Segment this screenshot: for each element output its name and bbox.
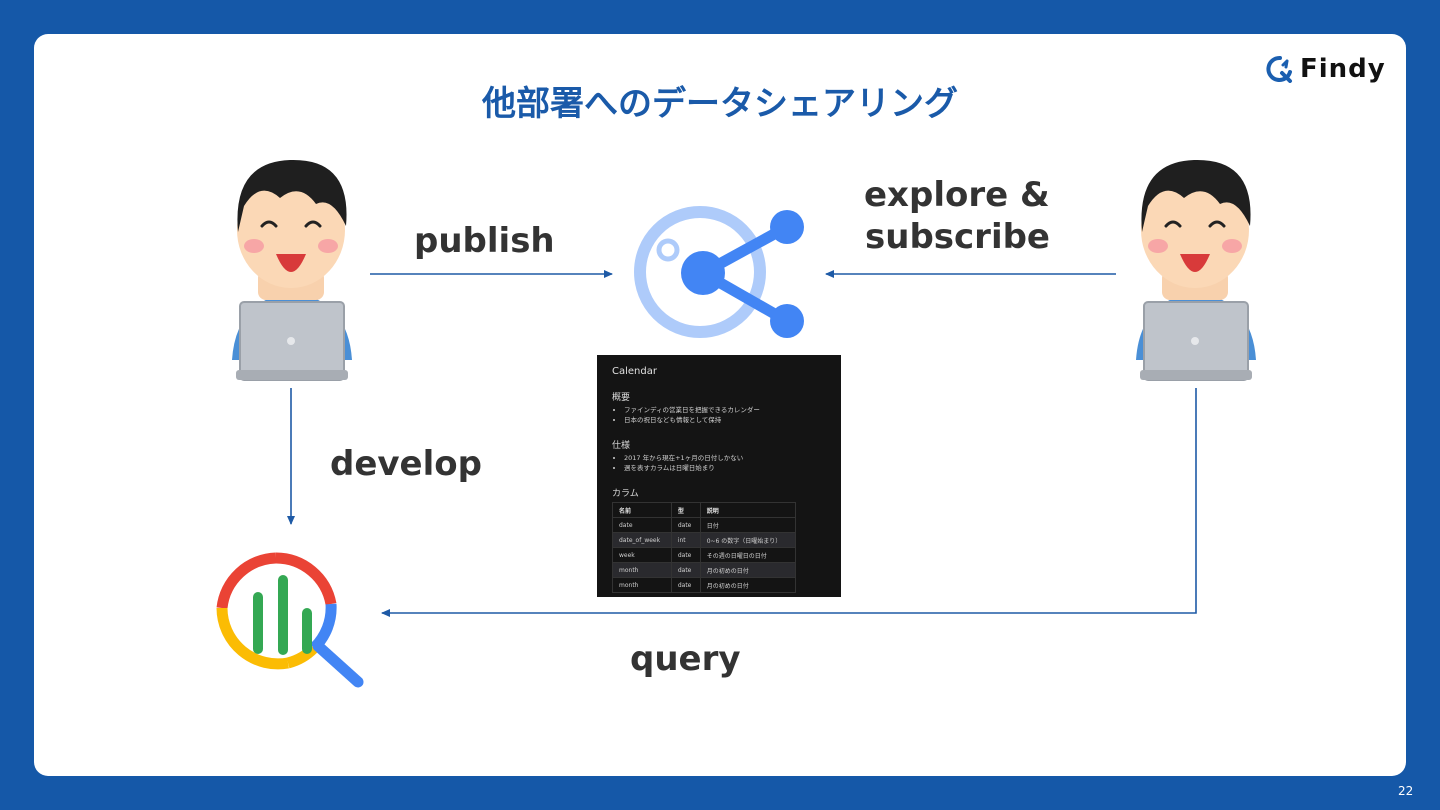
table-cell: 月の初めの日付 [699, 577, 797, 593]
subscriber-person-icon [1136, 159, 1256, 381]
doc-section-overview: 概要 [612, 393, 631, 403]
table-cell: date [670, 547, 701, 563]
publish-label: publish [414, 221, 555, 261]
table-cell: 0~6 の数字（日曜始まり） [699, 532, 797, 548]
table-cell: 日付 [699, 517, 797, 533]
doc-section-columns: カラム [612, 489, 639, 499]
brand-name: Findy [1300, 54, 1386, 84]
table-header-cell: 説明 [699, 502, 797, 518]
query-arrow [381, 388, 1197, 617]
develop-label: develop [330, 444, 482, 484]
list-item: 日本の祝日なども情報として保持 [624, 416, 760, 426]
table-header-row: 名前 型 説明 [612, 502, 797, 518]
table-cell: date [612, 517, 672, 533]
table-cell: date_of_week [612, 532, 672, 548]
analytics-hub-icon [634, 206, 804, 338]
table-cell: month [612, 577, 672, 593]
page-number: 22 [1398, 784, 1414, 798]
doc-columns-table: 名前 型 説明 date date 日付 date_of_week int 0~… [612, 502, 797, 593]
table-row: month date 月の初めの日付 [612, 577, 797, 593]
table-row: month date 月の初めの日付 [612, 562, 797, 578]
doc-section-spec: 仕様 [612, 441, 631, 451]
dataset-doc-card: Calendar 概要 ファインディの営業日を把握できるカレンダー 日本の祝日な… [597, 355, 841, 597]
doc-spec-list: 2017 年から現在+1ヶ月の日付しかない 週を表すカラムは日曜日始まり [612, 454, 743, 473]
doc-overview-list: ファインディの営業日を把握できるカレンダー 日本の祝日なども情報として保持 [612, 406, 760, 425]
bigquery-icon [216, 552, 364, 688]
table-row: week date その週の日曜日の日付 [612, 547, 797, 563]
table-cell: date [670, 562, 701, 578]
list-item: 週を表すカラムは日曜日始まり [624, 464, 743, 474]
table-cell: week [612, 547, 672, 563]
findy-logo: Findy [1266, 54, 1386, 84]
table-header-cell: 名前 [612, 502, 672, 518]
subscribe-label: subscribe [865, 217, 1050, 257]
list-item: 2017 年から現在+1ヶ月の日付しかない [624, 454, 743, 464]
table-cell: date [670, 517, 701, 533]
slide-title: 他部署へのデータシェアリング [482, 84, 958, 124]
table-cell: month [612, 562, 672, 578]
list-item: ファインディの営業日を把握できるカレンダー [624, 406, 760, 416]
table-header-cell: 型 [670, 502, 701, 518]
doc-heading: Calendar [612, 366, 657, 377]
table-row: date_of_week int 0~6 の数字（日曜始まり） [612, 532, 797, 548]
developer-person-icon [232, 159, 352, 381]
findy-logo-icon [1266, 56, 1292, 83]
query-label: query [630, 639, 741, 679]
table-cell: date [670, 577, 701, 593]
table-cell: 月の初めの日付 [699, 562, 797, 578]
explore-label: explore & [864, 175, 1050, 215]
table-row: date date 日付 [612, 517, 797, 533]
table-cell: int [670, 532, 701, 548]
table-cell: その週の日曜日の日付 [699, 547, 797, 563]
